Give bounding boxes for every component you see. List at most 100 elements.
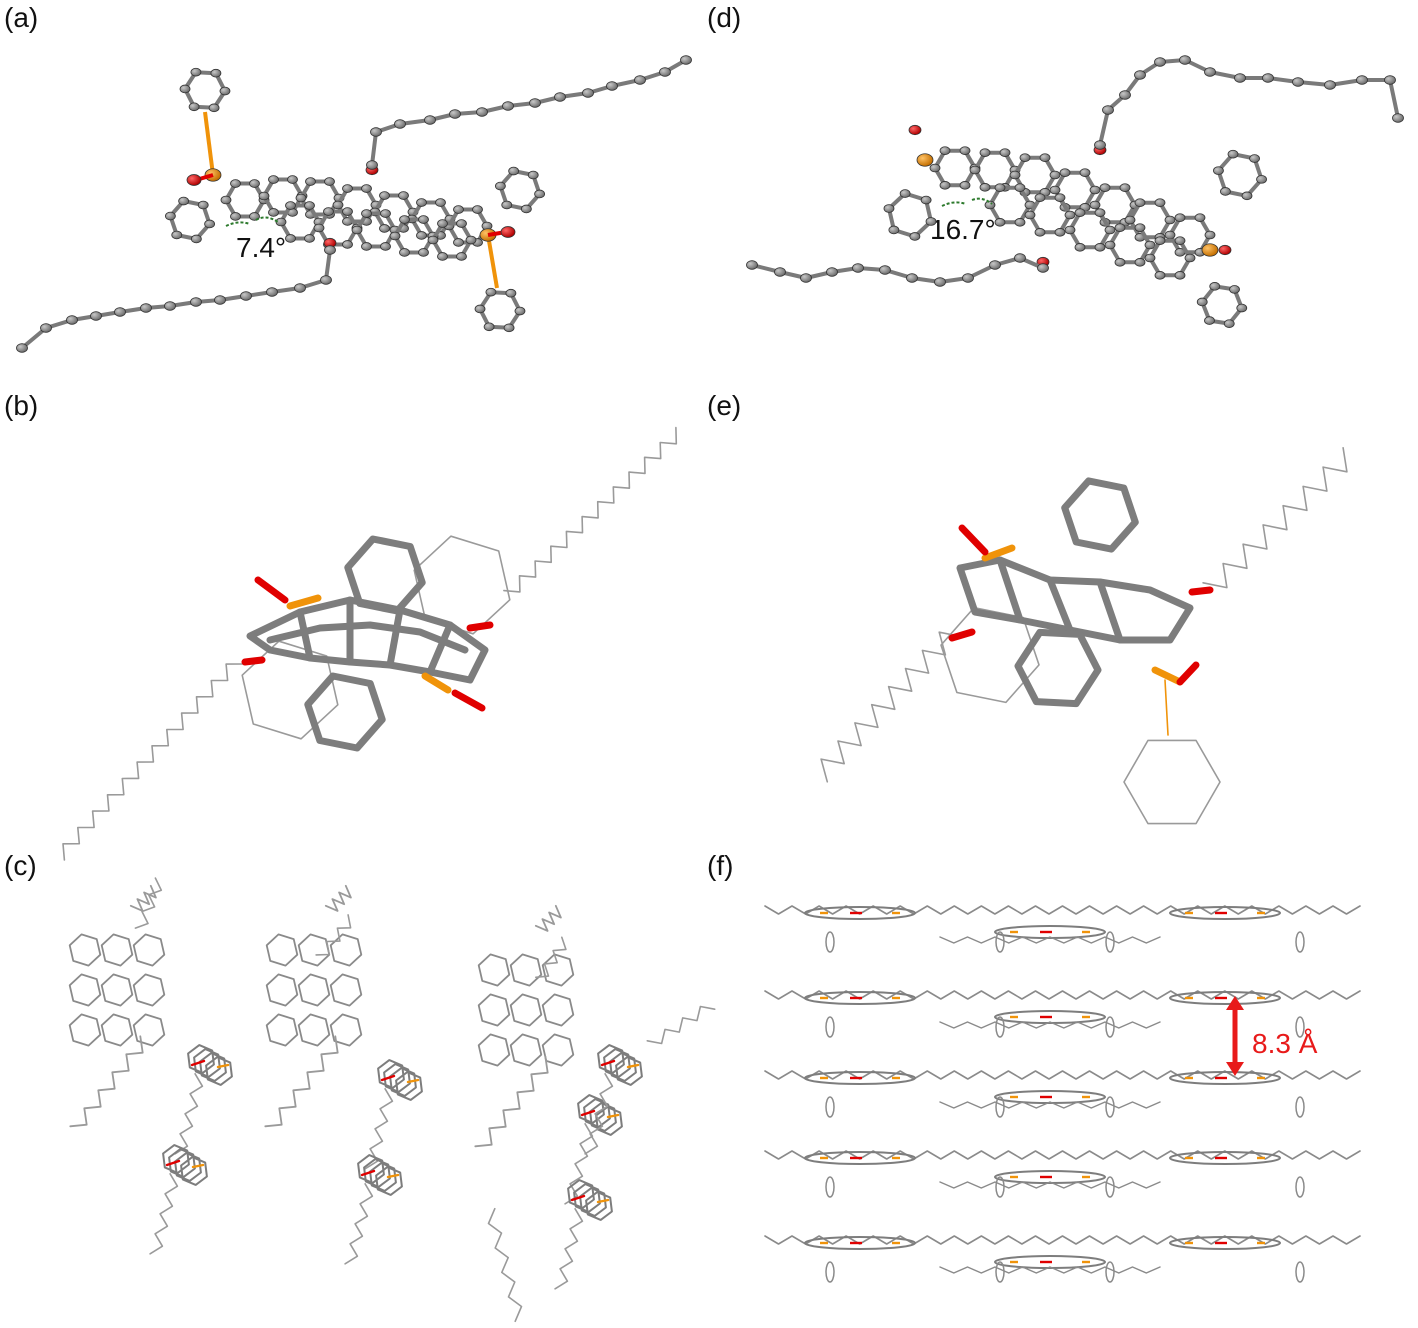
alkyl-chain-bottom-atom bbox=[320, 275, 332, 285]
pendant-phenyl bbox=[995, 1261, 1005, 1283]
core-ring-bonds bbox=[1128, 200, 1172, 240]
alkyl-chain-bottom-atom bbox=[240, 291, 252, 301]
phenyl-ring-right-atom bbox=[508, 166, 520, 176]
core-ring-atom bbox=[1019, 153, 1031, 162]
flat-core bbox=[804, 1071, 916, 1085]
flat-core bbox=[804, 906, 916, 920]
angle-label-a: 7.4° bbox=[236, 232, 287, 263]
core-ring-atom bbox=[979, 148, 991, 157]
flat-core bbox=[804, 991, 916, 1005]
panel-label-d: (d) bbox=[707, 2, 742, 33]
o-bond bbox=[466, 621, 494, 632]
p-bond bbox=[421, 672, 452, 694]
phenyl-ring-top-bonds bbox=[183, 70, 227, 110]
flat-core bbox=[994, 1010, 1106, 1024]
core-ring-atom bbox=[1099, 183, 1111, 192]
phenyl-ring-bottom-atom bbox=[503, 323, 515, 333]
lower-phenyl-ring bbox=[1014, 628, 1102, 708]
pendant-phenyl bbox=[1105, 931, 1115, 953]
core-ring-atom bbox=[1089, 200, 1101, 210]
alkyl-chain-top-atom bbox=[476, 107, 488, 117]
packing-oxygen-bond bbox=[190, 1059, 206, 1067]
core-ring-atom bbox=[1154, 198, 1166, 207]
core-ring-atom bbox=[342, 184, 353, 193]
core-ring-atom bbox=[1094, 208, 1106, 217]
pendant-phenyl bbox=[1105, 1016, 1115, 1038]
core-ring-atom bbox=[304, 234, 315, 243]
pendant-phenyl bbox=[825, 1016, 835, 1038]
upper-phenyl-ring bbox=[344, 535, 426, 615]
core-ring-atom bbox=[361, 184, 372, 193]
packing-ring bbox=[68, 1013, 102, 1047]
packing-ring bbox=[477, 993, 511, 1027]
alkyl-chain-bottom-bonds bbox=[750, 256, 1045, 284]
core-ring-atom bbox=[1174, 236, 1186, 245]
alkyl-chain-bottom-atom bbox=[90, 311, 102, 321]
panel-c-crystal-packing bbox=[68, 877, 716, 1323]
packing-ring bbox=[541, 953, 575, 987]
pendant-phenyl bbox=[1295, 1176, 1305, 1198]
oxygen-atom-left bbox=[908, 124, 922, 136]
packing-chain bbox=[554, 1208, 584, 1290]
core-ring-atom bbox=[1114, 223, 1126, 232]
core-ring-atom bbox=[1079, 168, 1091, 177]
core-ring-atom bbox=[305, 177, 316, 186]
packing-ring bbox=[132, 973, 166, 1007]
core-ring-atom bbox=[1134, 223, 1146, 232]
core-ring-atom bbox=[268, 175, 279, 184]
alkyl-chain-bottom-atom bbox=[774, 267, 786, 277]
stacked-core-ring bbox=[357, 1154, 385, 1184]
upper-phenyl-ring bbox=[1061, 477, 1139, 553]
packing-ring bbox=[297, 933, 331, 967]
core-ring-atom bbox=[285, 234, 296, 243]
packing-phosphorus-bond bbox=[606, 1113, 620, 1119]
packing-chain bbox=[487, 1207, 523, 1323]
phenyl-ring-left-atom bbox=[164, 211, 176, 221]
core-ring-atom bbox=[230, 179, 241, 188]
phenyl-ring-left-atom bbox=[925, 217, 937, 226]
core-ring-atom bbox=[1049, 185, 1061, 195]
panel-label-a: (a) bbox=[4, 2, 39, 33]
flat-core bbox=[1169, 1071, 1281, 1085]
core-ring-atom bbox=[379, 224, 390, 233]
packing-row-chain bbox=[764, 990, 1361, 1000]
alkyl-chain-top-atom bbox=[1234, 73, 1246, 83]
core-ring-bonds bbox=[1148, 238, 1192, 278]
packing-ring bbox=[265, 973, 299, 1007]
core-ring-atom bbox=[437, 252, 448, 261]
phenyl-ring-right-atom bbox=[1220, 187, 1231, 196]
pendant-phenyl bbox=[995, 1096, 1005, 1118]
core-stick bbox=[386, 606, 404, 669]
core-ring-atom bbox=[389, 231, 401, 241]
core-ring-bonds bbox=[1028, 195, 1072, 235]
phenyl-ring-bottom-atom bbox=[1196, 297, 1208, 307]
core-ring-atom bbox=[1184, 253, 1196, 263]
packing-ring bbox=[297, 973, 331, 1007]
core-ring-atom bbox=[456, 252, 467, 261]
pendant-phenyl bbox=[1105, 1261, 1115, 1283]
core-ring-atom bbox=[230, 212, 241, 221]
packing-chain bbox=[534, 904, 562, 932]
core-ring-atom bbox=[304, 201, 315, 210]
core-ring-atom bbox=[1034, 228, 1046, 237]
wire-phenyl-ring bbox=[241, 640, 339, 740]
alkyl-chain-top-atom bbox=[554, 92, 566, 102]
alkyl-chain-top-atom bbox=[634, 75, 646, 85]
core-ring-atom bbox=[1164, 215, 1176, 225]
phenyl-ring-right-atom bbox=[1227, 149, 1239, 159]
core-ring-atom bbox=[1009, 170, 1021, 180]
pendant-phenyl bbox=[1295, 1016, 1305, 1038]
alkyl-chain-top-atom bbox=[606, 81, 618, 91]
stacked-core-ring bbox=[377, 1059, 405, 1089]
core-ring-atom bbox=[361, 209, 372, 218]
core-ring-atom bbox=[399, 215, 410, 224]
packing-oxygen-bond bbox=[580, 1109, 596, 1117]
packing-row-chain bbox=[764, 1235, 1361, 1245]
core-ring-atom bbox=[1054, 228, 1066, 237]
core-ring-atom bbox=[399, 248, 410, 257]
core-ring-bonds bbox=[224, 181, 266, 219]
core-ring-atom bbox=[1114, 258, 1126, 267]
packing-row-chain bbox=[764, 1150, 1361, 1160]
core-ring-atom bbox=[1174, 213, 1186, 222]
pendant-phenyl bbox=[995, 931, 1005, 953]
